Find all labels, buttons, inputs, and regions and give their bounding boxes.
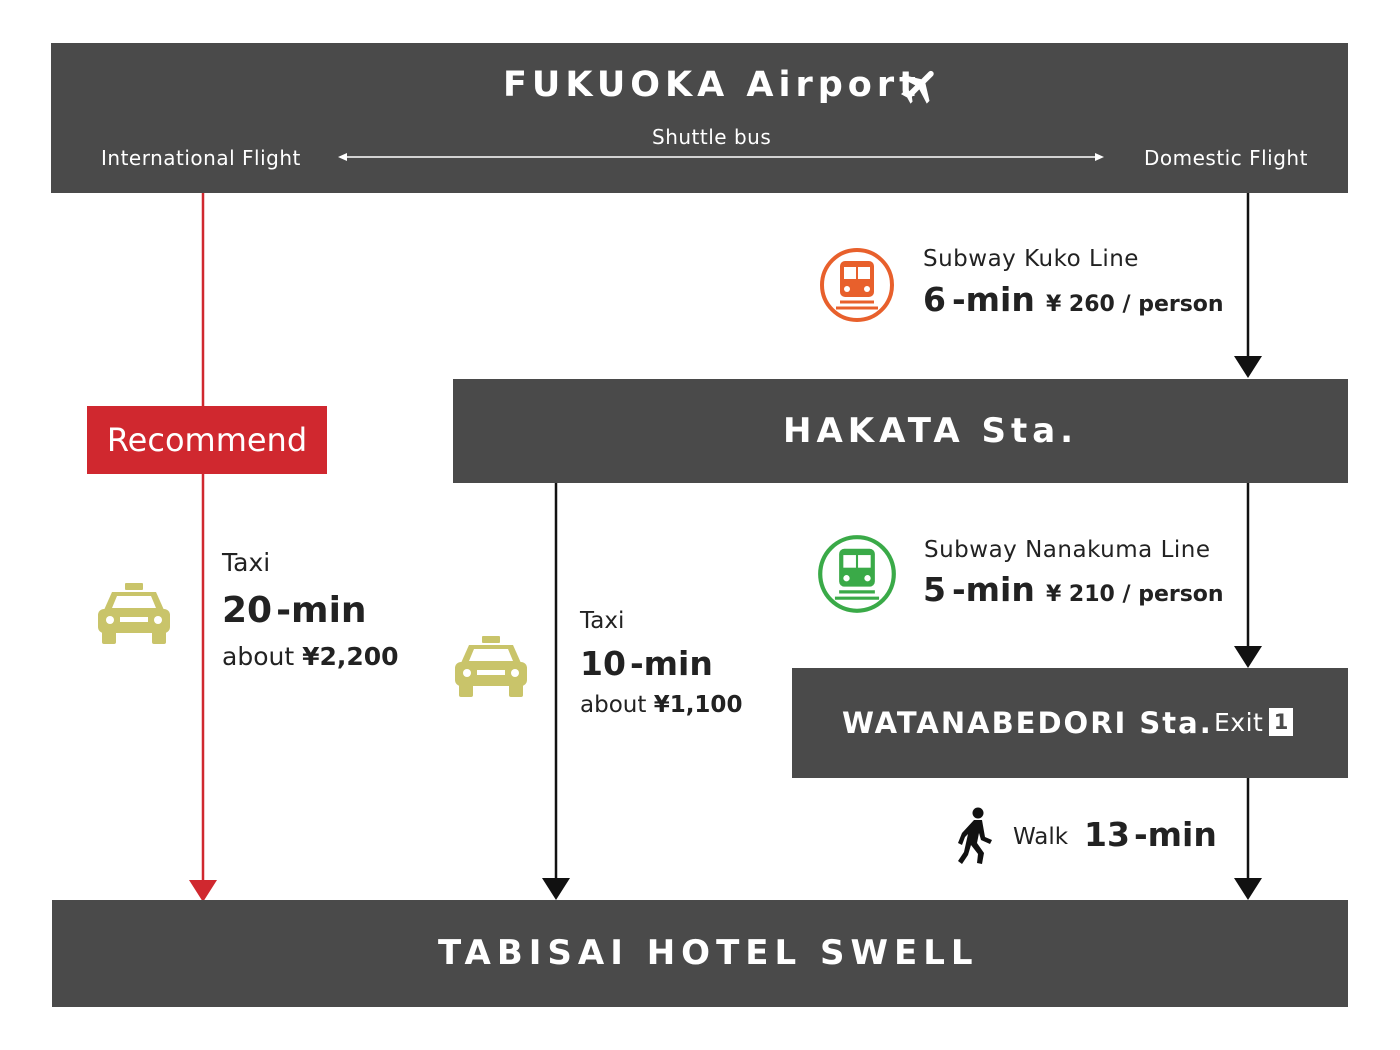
watanabedori-station-box: WATANABEDORI Sta. Exit 1 xyxy=(792,668,1348,778)
taxi-icon xyxy=(455,636,527,697)
taxi-airport-mode: Taxi xyxy=(222,548,271,577)
taxi-hakata-cost-prefix: about xyxy=(580,692,647,718)
taxi-hakata-cost: about ¥1,100 xyxy=(580,692,742,718)
walk-time-unit: -min xyxy=(1133,815,1217,854)
nanakuma-time-number: 5 xyxy=(923,570,946,609)
train-icon xyxy=(818,535,896,613)
airplane-icon xyxy=(901,70,934,104)
taxi-airport-time-number: 20 xyxy=(222,590,273,631)
nanakuma-time-unit: -min xyxy=(951,570,1035,609)
train-icon xyxy=(820,248,894,322)
nanakuma-fare: ¥ 210 / person xyxy=(1045,582,1224,607)
walk-icon xyxy=(958,807,992,864)
kuko-time: 6-min ¥ 260 / person xyxy=(923,280,1224,319)
taxi-airport-route-arrowhead xyxy=(189,880,217,902)
kuko-route-arrowhead xyxy=(1234,356,1262,378)
watanabedori-station-title: WATANABEDORI Sta. xyxy=(842,706,1213,740)
hotel-box: TABISAI HOTEL SWELL xyxy=(52,900,1348,1007)
taxi-hakata-time-number: 10 xyxy=(580,644,626,683)
walk-time: 13-min xyxy=(1084,815,1217,854)
taxi-airport-cost-prefix: about xyxy=(222,642,295,671)
taxi-airport-cost-value: ¥2,200 xyxy=(302,642,399,671)
recommend-badge: Recommend xyxy=(87,406,327,474)
taxi-airport-cost: about ¥2,200 xyxy=(222,642,399,671)
airport-box: FUKUOKA Airport International Flight Shu… xyxy=(51,43,1348,193)
airport-title: FUKUOKA Airport xyxy=(503,65,921,105)
international-flight-label: International Flight xyxy=(101,146,301,170)
nanakuma-time: 5-min ¥ 210 / person xyxy=(923,570,1224,609)
recommend-label: Recommend xyxy=(106,421,308,459)
hakata-station-box: HAKATA Sta. xyxy=(453,379,1348,483)
hotel-title: TABISAI HOTEL SWELL xyxy=(438,933,979,973)
taxi-hakata-time: 10-min xyxy=(580,644,713,683)
walk-time-number: 13 xyxy=(1084,815,1130,854)
kuko-line-name: Subway Kuko Line xyxy=(923,246,1139,272)
walk-mode: Walk xyxy=(1013,824,1069,850)
taxi-hakata-time-unit: -min xyxy=(629,644,713,683)
nanakuma-line-name: Subway Nanakuma Line xyxy=(924,537,1211,563)
shuttle-bus-arrow xyxy=(338,153,1104,161)
domestic-flight-label: Domestic Flight xyxy=(1144,146,1308,170)
kuko-time-unit: -min xyxy=(951,280,1035,319)
taxi-hakata-mode: Taxi xyxy=(580,608,625,634)
nanakuma-route-arrowhead xyxy=(1234,646,1262,668)
hakata-station-title: HAKATA Sta. xyxy=(783,411,1079,451)
walk-route-arrowhead xyxy=(1234,878,1262,900)
taxi-airport-time-unit: -min xyxy=(276,590,367,631)
exit-number: 1 xyxy=(1273,710,1289,734)
exit-label: Exit xyxy=(1214,708,1264,737)
taxi-airport-time: 20-min xyxy=(222,590,367,631)
exit-number-badge: 1 xyxy=(1269,708,1293,736)
kuko-fare: ¥ 260 / person xyxy=(1045,292,1224,317)
kuko-time-number: 6 xyxy=(923,280,946,319)
taxi-icon xyxy=(98,583,170,644)
shuttle-bus-label: Shuttle bus xyxy=(652,125,772,149)
taxi-hakata-route-arrowhead xyxy=(542,878,570,900)
taxi-hakata-cost-value: ¥1,100 xyxy=(653,692,743,718)
